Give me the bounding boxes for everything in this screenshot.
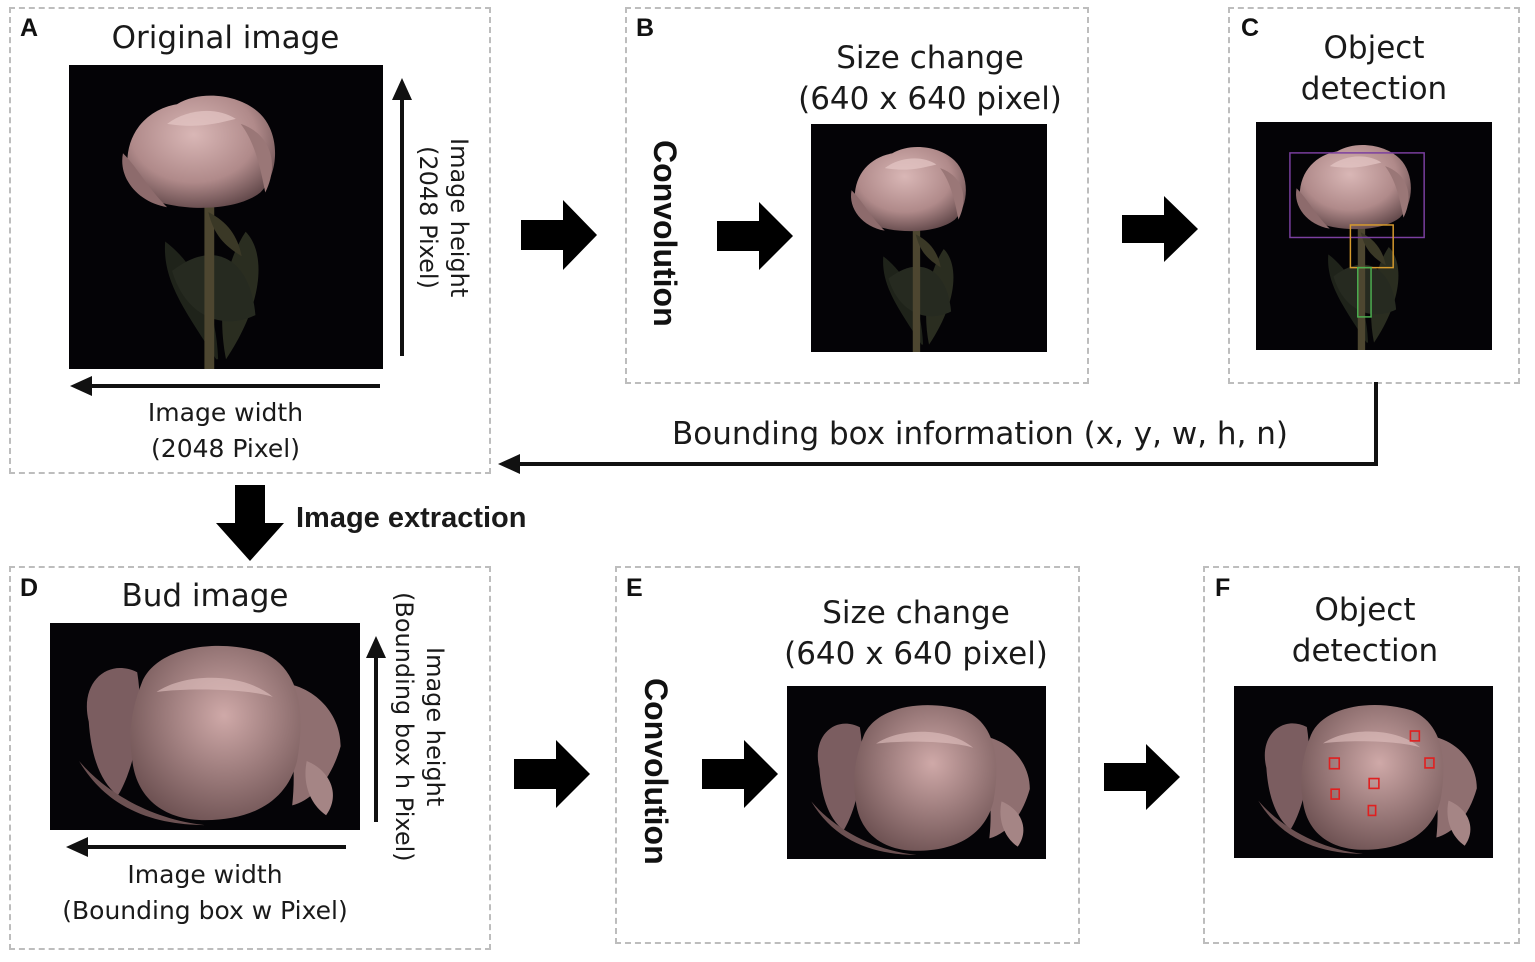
thick-right-arrow-icon xyxy=(717,202,793,270)
panel-e-title-line2: (640 x 640 pixel) xyxy=(784,636,1048,672)
original-rose-photo xyxy=(69,65,383,369)
thick-down-arrow-icon xyxy=(216,485,284,561)
panel-d-height-line1: Image height xyxy=(421,647,449,807)
panel-d-height-line2: (Bounding box h Pixel) xyxy=(390,592,418,862)
flower-bounding-box xyxy=(1289,152,1425,239)
defect-bounding-box xyxy=(1368,777,1380,790)
defect-detected-bud-photo xyxy=(1234,686,1493,858)
panel-b-title: Size change (640 x 640 pixel) xyxy=(790,38,1070,120)
panel-b-title-line2: (640 x 640 pixel) xyxy=(798,81,1062,117)
defect-bounding-box xyxy=(1409,730,1421,742)
panel-d-height-label: Image height (Bounding box h Pixel) xyxy=(388,572,450,882)
panel-a-height-label: Image height (2048 Pixel) xyxy=(412,125,474,310)
panel-bud-image xyxy=(9,566,491,950)
bud-photo xyxy=(50,623,360,830)
panel-e-convolution-label: Convolution xyxy=(638,678,674,865)
panel-f-title-line2: detection xyxy=(1291,633,1439,669)
panel-a-width-line2: (2048 Pixel) xyxy=(151,434,300,463)
panel-e-title: Size change (640 x 640 pixel) xyxy=(776,593,1056,675)
bounding-box-info-label: Bounding box information (x, y, w, h, n) xyxy=(672,416,1289,452)
detected-rose-photo xyxy=(1256,122,1492,350)
panel-a-height-line1: Image height xyxy=(445,137,473,298)
panel-letter-b: B xyxy=(636,14,655,42)
panel-letter-d: D xyxy=(20,574,39,602)
panel-size-change-2 xyxy=(615,566,1080,944)
defect-bounding-box xyxy=(1328,757,1341,770)
panel-letter-a: A xyxy=(20,14,39,42)
thick-right-arrow-icon xyxy=(1104,744,1180,810)
panel-d-width-line1: Image width xyxy=(127,860,283,889)
panel-a-width-label: Image width (2048 Pixel) xyxy=(68,395,383,467)
panel-c-title: Object detection xyxy=(1255,28,1493,110)
panel-d-title: Bud image xyxy=(121,578,289,614)
stem-bounding-box xyxy=(1357,266,1372,318)
panel-b-convolution-label: Convolution xyxy=(647,140,683,327)
panel-letter-c: C xyxy=(1241,14,1260,42)
panel-letter-f: F xyxy=(1215,574,1231,602)
defect-bounding-box xyxy=(1424,757,1435,769)
defect-bounding-box xyxy=(1367,804,1377,817)
height-arrow-icon xyxy=(392,78,412,356)
height-arrow-icon xyxy=(366,636,386,822)
panel-b-title-line1: Size change xyxy=(836,40,1024,76)
panel-d-width-label: Image width (Bounding box w Pixel) xyxy=(40,857,370,929)
resized-bud-photo xyxy=(787,686,1046,859)
thick-right-arrow-icon xyxy=(521,200,597,270)
panel-f-title-line1: Object xyxy=(1314,592,1416,628)
thick-right-arrow-icon xyxy=(1122,196,1198,262)
panel-d-width-line2: (Bounding box w Pixel) xyxy=(62,896,348,925)
width-arrow-icon xyxy=(66,837,346,857)
panel-original-image xyxy=(9,7,491,474)
panel-letter-e: E xyxy=(626,574,643,602)
width-arrow-icon xyxy=(70,376,380,396)
resized-rose-photo xyxy=(811,124,1047,352)
panel-c-title-line1: Object xyxy=(1323,30,1425,66)
thick-right-arrow-icon xyxy=(702,740,778,808)
panel-e-title-line1: Size change xyxy=(822,595,1010,631)
panel-object-detection-2 xyxy=(1203,566,1520,944)
defect-bounding-box xyxy=(1330,788,1341,800)
thick-right-arrow-icon xyxy=(514,740,590,808)
panel-f-title: Object detection xyxy=(1240,590,1490,672)
panel-a-height-line2: (2048 Pixel) xyxy=(414,146,442,289)
panel-c-title-line2: detection xyxy=(1300,71,1448,107)
feedback-arrow-icon xyxy=(498,382,1378,474)
panel-size-change-1 xyxy=(625,7,1089,384)
image-extraction-label: Image extraction xyxy=(296,502,527,534)
panel-a-title: Original image xyxy=(111,20,340,56)
panel-a-width-line1: Image width xyxy=(147,398,304,427)
